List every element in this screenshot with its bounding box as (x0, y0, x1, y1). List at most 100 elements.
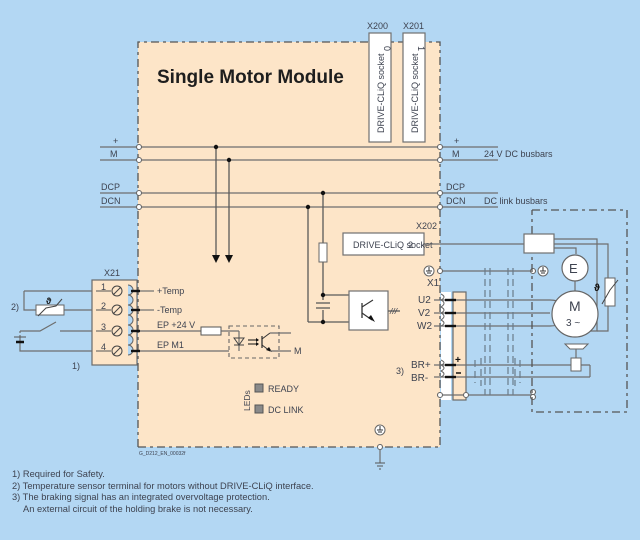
x202-socket-number: 2 (408, 240, 413, 250)
terminal-2-number: 2 (101, 301, 106, 311)
junction-dot (320, 319, 326, 325)
bus-m-right-label: M (452, 149, 460, 159)
theta-symbol-external: ϑ (46, 296, 52, 306)
x201-label: X201 (403, 21, 424, 31)
x202-label: X202 (416, 221, 437, 231)
screw-terminal-icons (96, 284, 140, 357)
transistor-icon (361, 299, 375, 322)
junction-dot (213, 144, 219, 150)
encoder-label: E (569, 261, 578, 276)
optocoupler (228, 325, 280, 359)
motor-sublabel: 3 ~ (566, 318, 580, 329)
wire (23, 290, 92, 311)
x202-socket-label: DRIVE-CLiQ socket (353, 240, 433, 250)
x1-contacts (439, 293, 456, 379)
optocoupler-output-m: M (294, 346, 302, 356)
signal-ep-m1: EP M1 (157, 340, 184, 350)
pe-terminal (529, 267, 537, 275)
thermistor-slope (37, 298, 63, 317)
cable-shield (474, 268, 521, 395)
bus-dclink-label: DC link busbars (484, 196, 548, 206)
signal-minus-temp: -Temp (157, 305, 182, 315)
shield-terminal (462, 391, 470, 399)
arrow-down-icon (212, 255, 220, 263)
inverter-box (348, 290, 389, 331)
x1-terminal-strip (452, 291, 467, 401)
x200-label: X200 (367, 21, 388, 31)
x200-socket-number: 0 (382, 46, 392, 51)
external-temp-sensor (35, 304, 65, 316)
terminal-4-number: 4 (101, 342, 106, 352)
bus-terminal (436, 189, 444, 197)
x21-terminals: 1 2 3 4 (101, 282, 106, 352)
motor-label: M (569, 298, 581, 314)
footnote-1: 1) Required for Safety. (12, 469, 105, 479)
bus-terminal (436, 143, 444, 151)
bus-terminal (135, 203, 143, 211)
drawing-id: G_D212_EN_00032f (139, 451, 186, 457)
signal-plus-temp: +Temp (157, 286, 184, 296)
shield-terminal (529, 393, 537, 401)
terminal-br-plus-label: BR+ (411, 360, 431, 371)
bus-terminal (135, 189, 143, 197)
leds-group-label: LEDs (242, 390, 252, 411)
bus-plus-left-label: + (113, 136, 118, 146)
series-resistor-icon (200, 326, 222, 336)
footnote-3: 3) The braking signal has an integrated … (12, 492, 270, 502)
footnote-3-cont: An external circuit of the holding brake… (23, 503, 253, 514)
phototransistor-icon (261, 332, 291, 352)
motor (551, 290, 599, 338)
terminal-u2-label: U2 (418, 295, 431, 306)
brake-disc-icon (563, 343, 590, 350)
terminal-w2-label: W2 (417, 321, 432, 332)
bus-dcp-right-label: DCP (446, 182, 465, 192)
bus-terminal (436, 156, 444, 164)
pe-terminal (376, 443, 384, 451)
igbt-symbol: /// (389, 306, 399, 316)
bus-dcn-right-label: DCN (446, 196, 466, 206)
temp-sensor-ref: 2) (11, 302, 19, 312)
bus-plus-right-label: + (454, 136, 459, 146)
led-diode-icon (233, 337, 259, 346)
wire (554, 238, 598, 332)
signal-ep-24v: EP +24 V (157, 320, 195, 330)
motor-sensor-module (523, 233, 555, 254)
bus-dcp-left-label: DCP (101, 182, 120, 192)
x200-socket-label: DRIVE-CLiQ socket (376, 53, 386, 133)
led-ready (254, 383, 264, 393)
terminal-br-minus-label: BR- (411, 373, 428, 384)
junction-dot (226, 157, 232, 163)
module-title: Single Motor Module (157, 67, 344, 88)
brake-plus-sign: + (455, 355, 461, 366)
x200-socket[interactable] (368, 32, 392, 143)
earth-ground-icon (375, 462, 385, 470)
brake-ref: 3) (396, 366, 404, 376)
terminal-1-number: 1 (101, 282, 106, 292)
bus-dcn-left-label: DCN (101, 196, 121, 206)
battery-gap (12, 333, 28, 335)
junction-dot (320, 190, 326, 196)
thermistor-slope (601, 279, 619, 305)
arrow-down-icon (225, 255, 233, 263)
x21-footnote-ref: 1) (72, 361, 80, 371)
bus-terminal (135, 143, 143, 151)
shield-terminal (436, 391, 444, 399)
x201-socket[interactable] (402, 32, 426, 143)
motor-temp-sensor (604, 277, 616, 307)
motor-enclosure (531, 209, 628, 413)
theta-symbol: ϑ (594, 283, 600, 294)
led-dc-link (254, 404, 264, 414)
wire (554, 247, 577, 254)
ground-symbol-icon (374, 424, 386, 436)
ground-symbol-icon (423, 265, 435, 277)
junction-dot (305, 204, 311, 210)
x1-label: X1 (427, 278, 440, 289)
ground-symbol-icon (537, 265, 549, 277)
led-ready-label: READY (268, 384, 299, 394)
bus-m-left-label: M (110, 149, 118, 159)
external-switch (20, 321, 92, 332)
module-outline (137, 41, 441, 447)
bus-24v-label: 24 V DC busbars (484, 149, 553, 159)
x1-connector-face (441, 292, 451, 400)
